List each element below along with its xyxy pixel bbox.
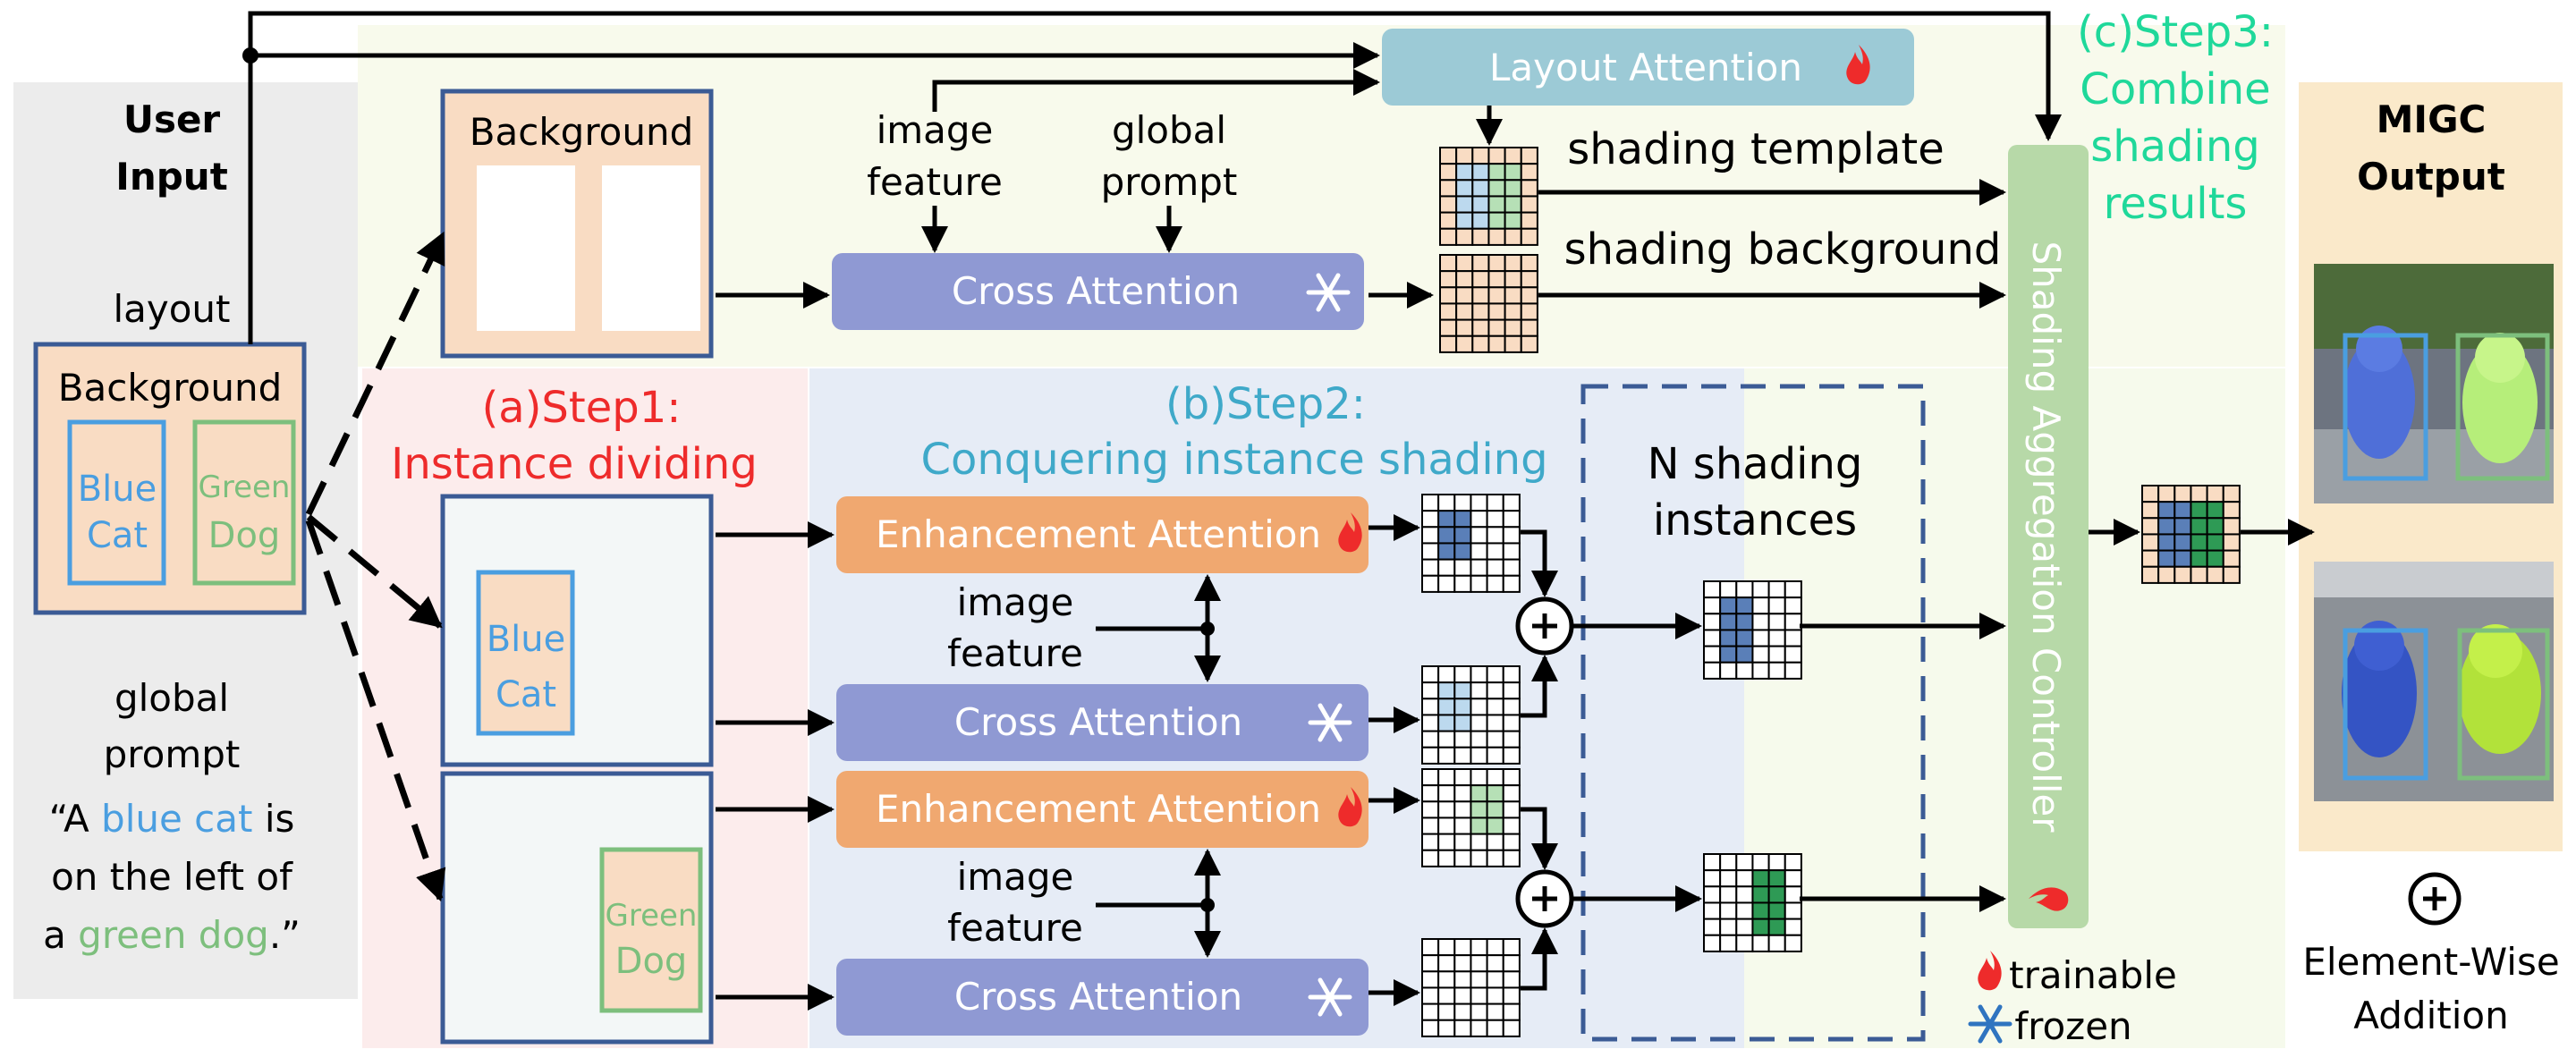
enhancement-attention-block-2 [836, 771, 1368, 848]
cross-attention-block-1 [836, 684, 1368, 761]
top-image-feature-1: image [877, 108, 994, 152]
layout-cat-box [67, 419, 166, 586]
shading-template-grid [1439, 147, 1538, 246]
snowflake-icon [1308, 703, 1352, 742]
feature-2-label-2: feature [947, 906, 1083, 950]
layout-dog-label-2: Dog [208, 515, 281, 556]
output-image-2 [2314, 562, 2554, 801]
shading-background-label: shading background [1564, 224, 2002, 275]
output-shading-grid [2141, 485, 2241, 584]
user-input-title: User [123, 97, 221, 141]
n-shading-label-2: instances [1653, 495, 1857, 546]
step2-subtitle: Conquering instance shading [920, 435, 1547, 485]
instance-1-label-1: Blue [487, 619, 566, 660]
snowflake-icon [1308, 977, 1352, 1017]
instance-1-label-2: Cat [496, 674, 556, 715]
legend-trainable-label: trainable [2009, 953, 2177, 997]
layout-dog-box [192, 419, 296, 586]
cross-2-label: Cross Attention [954, 975, 1242, 1019]
cross-attention-block-2 [836, 959, 1368, 1036]
plus-circle-2 [1515, 869, 1574, 928]
plus-circle-1 [1515, 596, 1574, 656]
global-prompt-label-2: prompt [104, 732, 241, 776]
step3-line-4: results [2104, 179, 2248, 229]
cross-2-grid [1421, 938, 1521, 1037]
prompt-line-2: on the left of [51, 855, 293, 899]
output-image-1 [2314, 264, 2554, 503]
layout-cat-label-1: Blue [78, 469, 157, 510]
controller-label: Shading Aggregation Controller [2024, 241, 2068, 833]
grid-2b-to-plus [1521, 927, 1558, 991]
instance-panel-1-cat-box [476, 570, 575, 736]
user-input-top-line [248, 11, 2062, 344]
output-title-1: MIGC [2377, 97, 2487, 141]
feature-1-label-2: feature [947, 631, 1083, 675]
flame-icon [1978, 951, 2002, 991]
step3-line-1: (c)Step3: [2077, 7, 2274, 57]
image-feature-to-layout-attention [932, 69, 1380, 112]
flame-icon [1338, 787, 1362, 827]
enhancement-1-grid [1421, 494, 1521, 593]
prompt-line-3: a green dog.” [43, 913, 301, 957]
grid-1a-to-plus [1521, 529, 1558, 597]
dashed-arrow-to-instance-2 [305, 519, 446, 902]
top-cross-attention-label: Cross Attention [952, 269, 1240, 313]
prompt-line-1: “A blue cat is [49, 797, 295, 841]
background-panel-label: Background [470, 110, 694, 154]
step2-title: (b)Step2: [1165, 379, 1366, 429]
instance-shading-grid-2 [1703, 853, 1802, 952]
enhancement-1-label: Enhancement Attention [876, 512, 1321, 556]
flame-icon [1846, 45, 1870, 85]
dashed-arrow-to-instance-1 [306, 514, 443, 629]
cross-1-label: Cross Attention [954, 700, 1242, 744]
flame-icon [1338, 512, 1362, 553]
step1-subtitle: Instance dividing [391, 439, 758, 489]
legend-addition-label-1: Element-Wise [2302, 940, 2559, 984]
enhancement-attention-block-1 [836, 496, 1368, 573]
grid-2a-to-plus [1521, 807, 1558, 870]
global-prompt-label-1: global [114, 676, 229, 720]
output-title-2: Output [2357, 155, 2505, 199]
layout-cat-label-2: Cat [87, 515, 148, 556]
layout-attention-label: Layout Attention [1489, 46, 1802, 89]
shading-background-grid [1439, 254, 1538, 353]
feature-1-label-1: image [957, 580, 1074, 624]
enhancement-2-label: Enhancement Attention [876, 787, 1321, 831]
step1-title: (a)Step1: [482, 383, 682, 433]
legend-frozen-label: frozen [2014, 1004, 2131, 1048]
grid-1b-to-plus [1521, 655, 1558, 718]
user-input-title-2: Input [115, 155, 228, 199]
instance-shading-grid-1 [1703, 580, 1802, 680]
layout-attention-block [1382, 29, 1914, 106]
cross-1-grid [1421, 665, 1521, 765]
enhancement-2-grid [1421, 768, 1521, 867]
instance-2-label-1: Green [606, 898, 698, 934]
snowflake-icon [1306, 273, 1351, 312]
background-slot-2 [602, 165, 700, 331]
top-image-feature-2: feature [867, 160, 1003, 204]
top-global-prompt-1: global [1112, 108, 1226, 152]
top-global-prompt-2: prompt [1101, 160, 1238, 204]
layout-label: layout [113, 287, 230, 331]
instance-panel-2-dog-box [599, 847, 703, 1013]
n-shading-label-1: N shading [1648, 439, 1863, 489]
shading-template-label: shading template [1567, 124, 1944, 174]
background-slot-1 [477, 165, 575, 331]
layout-background-label: Background [58, 366, 283, 410]
instance-2-label-2: Dog [615, 941, 688, 982]
aggregation-controller-block [2008, 145, 2089, 928]
step3-line-2: Combine [2080, 64, 2270, 114]
layout-dog-label-1: Green [199, 470, 291, 505]
flame-icon [2029, 887, 2069, 911]
top-cross-attention-block [832, 253, 1364, 330]
feature-2-label-1: image [957, 855, 1074, 899]
n-shading-instances-box [1580, 384, 1926, 1042]
step3-line-3: shading [2090, 122, 2260, 172]
legend-addition-label-2: Addition [2353, 994, 2508, 1037]
legend-plus-icon [2408, 872, 2462, 926]
snowflake-icon [1968, 1004, 2012, 1044]
